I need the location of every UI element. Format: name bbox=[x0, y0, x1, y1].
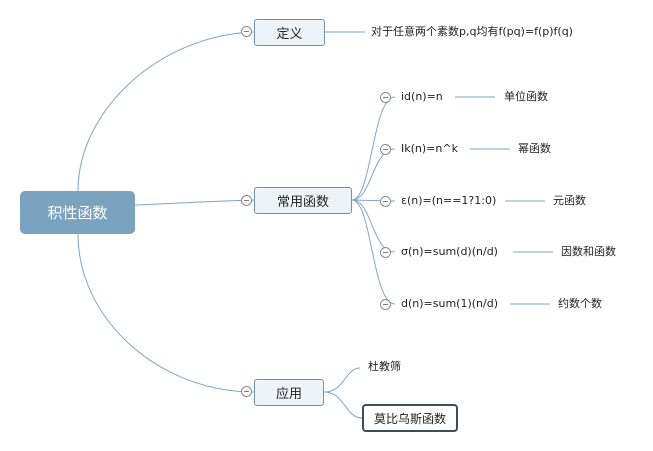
topic-common-label: 常用函数 bbox=[276, 195, 329, 210]
topic-application-label: 应用 bbox=[275, 387, 302, 402]
formula-item[interactable]: d(n)=sum(1)(n/d) bbox=[401, 297, 498, 310]
topic-common-functions[interactable]: 常用函数 bbox=[254, 187, 352, 214]
definition-text[interactable]: 对于任意两个素数p,q均有f(pq)=f(p)f(q) bbox=[371, 25, 573, 38]
application-item-selected[interactable]: 莫比乌斯函数 bbox=[362, 404, 458, 432]
formula-item[interactable]: ε(n)=(n==1?1:0) bbox=[401, 194, 497, 207]
collapse-application-toggle[interactable] bbox=[241, 386, 252, 397]
application-item-label: 莫比乌斯函数 bbox=[373, 411, 446, 426]
collapse-item-1-toggle[interactable] bbox=[380, 92, 391, 103]
formula-item[interactable]: σ(n)=sum(d)(n/d) bbox=[401, 245, 498, 258]
connector-root-application bbox=[77, 233, 255, 393]
collapse-definition-toggle[interactable] bbox=[241, 26, 252, 37]
formula-item[interactable]: Ik(n)=n^k bbox=[401, 142, 458, 155]
collapse-item-3-toggle[interactable] bbox=[380, 196, 391, 207]
root-label: 积性函数 bbox=[47, 204, 108, 222]
application-item[interactable]: 杜教筛 bbox=[368, 360, 401, 373]
function-name-item[interactable]: 约数个数 bbox=[558, 297, 602, 310]
collapse-item-2-toggle[interactable] bbox=[380, 144, 391, 155]
connector-common-2 bbox=[351, 148, 396, 201]
connector-root-common bbox=[134, 199, 255, 206]
function-name-item[interactable]: 元函数 bbox=[553, 194, 586, 207]
root-topic[interactable]: 积性函数 bbox=[20, 191, 135, 234]
collapse-item-4-toggle[interactable] bbox=[380, 247, 391, 258]
topic-definition-label: 定义 bbox=[276, 27, 303, 42]
formula-item[interactable]: id(n)=n bbox=[401, 90, 443, 103]
collapse-common-toggle[interactable] bbox=[241, 195, 252, 206]
topic-application[interactable]: 应用 bbox=[254, 379, 324, 406]
connector-root-definition bbox=[77, 31, 255, 192]
collapse-item-5-toggle[interactable] bbox=[380, 299, 391, 310]
topic-definition[interactable]: 定义 bbox=[254, 19, 325, 46]
connector-app-1 bbox=[323, 367, 361, 393]
connector-app-2 bbox=[323, 391, 363, 419]
function-name-item[interactable]: 幂函数 bbox=[518, 142, 551, 155]
function-name-item[interactable]: 因数和函数 bbox=[561, 245, 616, 258]
connector-common-4 bbox=[351, 199, 396, 253]
function-name-item[interactable]: 单位函数 bbox=[504, 90, 548, 103]
